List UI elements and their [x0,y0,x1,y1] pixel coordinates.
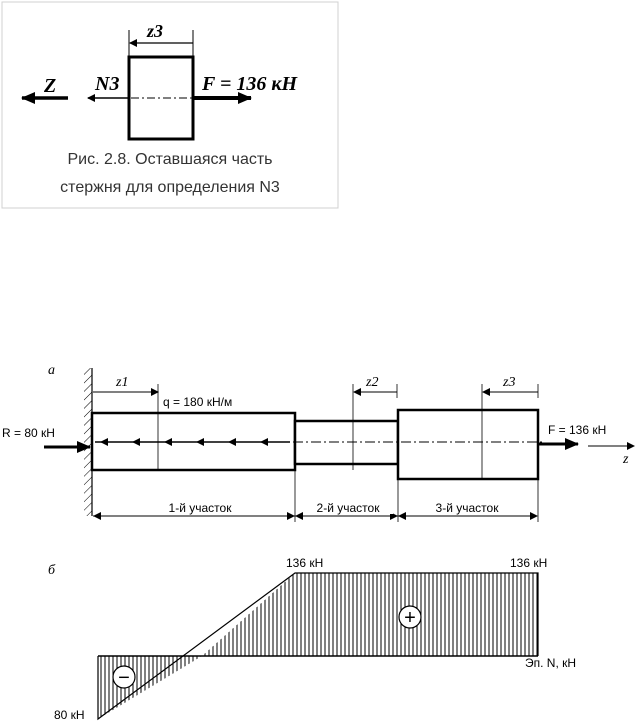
reaction-label: R = 80 кН [2,426,55,440]
z3-label-a: z3 [502,375,515,390]
dim-arrowhead [530,512,538,520]
plus-sign: + [404,607,416,629]
force-label-a: F = 136 кН [548,423,606,437]
n3-label: N3 [94,73,119,95]
force-label: F = 136 кН [201,73,299,95]
z2-label: z2 [365,375,378,390]
minus-sign-circle [112,665,136,689]
segment-2 [293,419,400,466]
caption-line-1: Рис. 2.8. Оставшаяся часть [67,151,272,168]
q-label: q = 180 кН/м [163,395,232,409]
label-bg [303,500,393,514]
load-arrow [164,438,172,446]
caption-line-2: стержня для определения N3 [60,179,280,196]
section-2-label: 2-й участок [317,501,381,515]
positive-region [202,573,538,656]
section-1-label: 1-й участок [169,501,233,515]
distributed-load-arrows [95,438,290,446]
panel-a-rod-scheme: а z1 z2 z3 q = 180 кН/м [2,363,635,522]
panel-b-axial-force-diagram: б + − 136 кН 136 кН 80 кН Эп. N, кН [48,556,576,722]
plot-label: Эп. N, кН [525,656,576,670]
panel-a-label: а [48,363,55,378]
load-arrow [132,438,140,446]
value-top-right: 136 кН [510,556,547,570]
z-axis-label-a: z [622,452,629,467]
figure-frame [1,1,339,209]
value-bottom: 80 кН [54,708,85,722]
section-3-label: 3-й участок [436,501,500,515]
load-arrow [100,438,108,446]
segment-3 [396,408,540,481]
load-arrow [260,438,268,446]
plus-sign-circle [398,605,422,629]
negative-region [98,656,202,719]
label-bg [157,500,245,514]
dim-arrowhead [287,512,295,520]
figure-2-8: z3 N3 Z F = 136 кН Рис. 2.8. Оставшаяся … [1,1,339,209]
dim-arrowhead [295,512,303,520]
z1-label: z1 [115,375,128,390]
panel-b-label: б [48,563,56,578]
diagram-outline [97,572,539,721]
load-arrow [228,438,236,446]
label-bg [420,500,510,514]
dim-arrowhead [398,512,406,520]
value-top-left: 136 кН [286,556,323,570]
dim-arrowhead [93,512,101,520]
load-arrow [196,438,204,446]
minus-sign: − [118,667,130,689]
z3-label: z3 [146,21,163,41]
z-axis-label: Z [43,75,56,97]
